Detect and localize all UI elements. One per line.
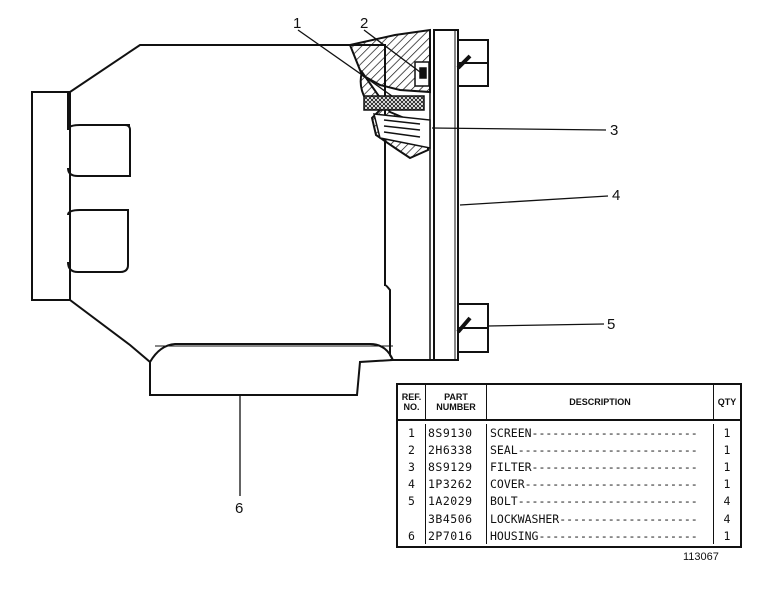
description-cell: HOUSING-----------------------: [487, 527, 714, 545]
ref-no-cell: 4: [398, 475, 426, 493]
description-cell: FILTER------------------------: [487, 458, 714, 476]
header-part-line2: NUMBER: [436, 402, 476, 412]
part-number-cell: 8S9129: [426, 458, 487, 476]
ref-no-cell: 2: [398, 441, 426, 459]
part-number-cell: 1P3262: [426, 475, 487, 493]
header-ref-line1: REF.: [401, 392, 422, 402]
drawing-number: 113067: [683, 551, 719, 563]
screen-element: [363, 61, 431, 149]
qty-cell: 1: [723, 442, 731, 457]
callout-3: 3: [610, 122, 618, 139]
ref-no-cell: 1: [398, 424, 426, 442]
description-cell: SEAL--------------------------: [487, 441, 714, 459]
description-cell: LOCKWASHER--------------------: [487, 509, 714, 528]
part-number-cell: 3B4506: [426, 509, 487, 528]
header-description: DESCRIPTION: [487, 385, 714, 419]
qty-cell: 1: [723, 528, 731, 543]
qty-cell: 4: [723, 511, 731, 526]
callout-1: 1: [293, 15, 301, 32]
bolt-top: [456, 39, 489, 87]
header-part-line1: PART: [444, 392, 468, 402]
qty-cell: 4: [723, 494, 731, 509]
callout-5: 5: [607, 316, 615, 333]
ref-no-cell: 3: [398, 458, 426, 476]
cover-plate: [390, 29, 459, 361]
header-ref-no: REF.NO.: [398, 385, 426, 419]
part-number-cell: 2P7016: [426, 527, 487, 545]
description-cell: SCREEN------------------------: [487, 424, 714, 442]
ref-no-cell: 5: [398, 492, 426, 510]
housing: [31, 44, 395, 396]
callout-2: 2: [360, 15, 368, 32]
part-number-cell: 8S9130: [426, 424, 487, 442]
header-ref-line2: NO.: [403, 402, 420, 412]
description-cell: COVER-------------------------: [487, 475, 714, 493]
leader-lines: [239, 29, 609, 496]
callout-4: 4: [612, 187, 620, 204]
qty-cell: 1: [723, 459, 731, 474]
bolt-bottom: [456, 303, 489, 353]
callout-6: 6: [235, 500, 243, 517]
qty-cell: 1: [723, 425, 731, 440]
ref-no-cell: 6: [398, 527, 426, 545]
qty-cell: 1: [723, 477, 731, 492]
part-number-cell: 2H6338: [426, 441, 487, 459]
ref-no-cell: [398, 509, 426, 528]
part-number-cell: 1A2029: [426, 492, 487, 510]
header-qty: QTY: [717, 397, 737, 407]
description-cell: BOLT--------------------------: [487, 492, 714, 510]
